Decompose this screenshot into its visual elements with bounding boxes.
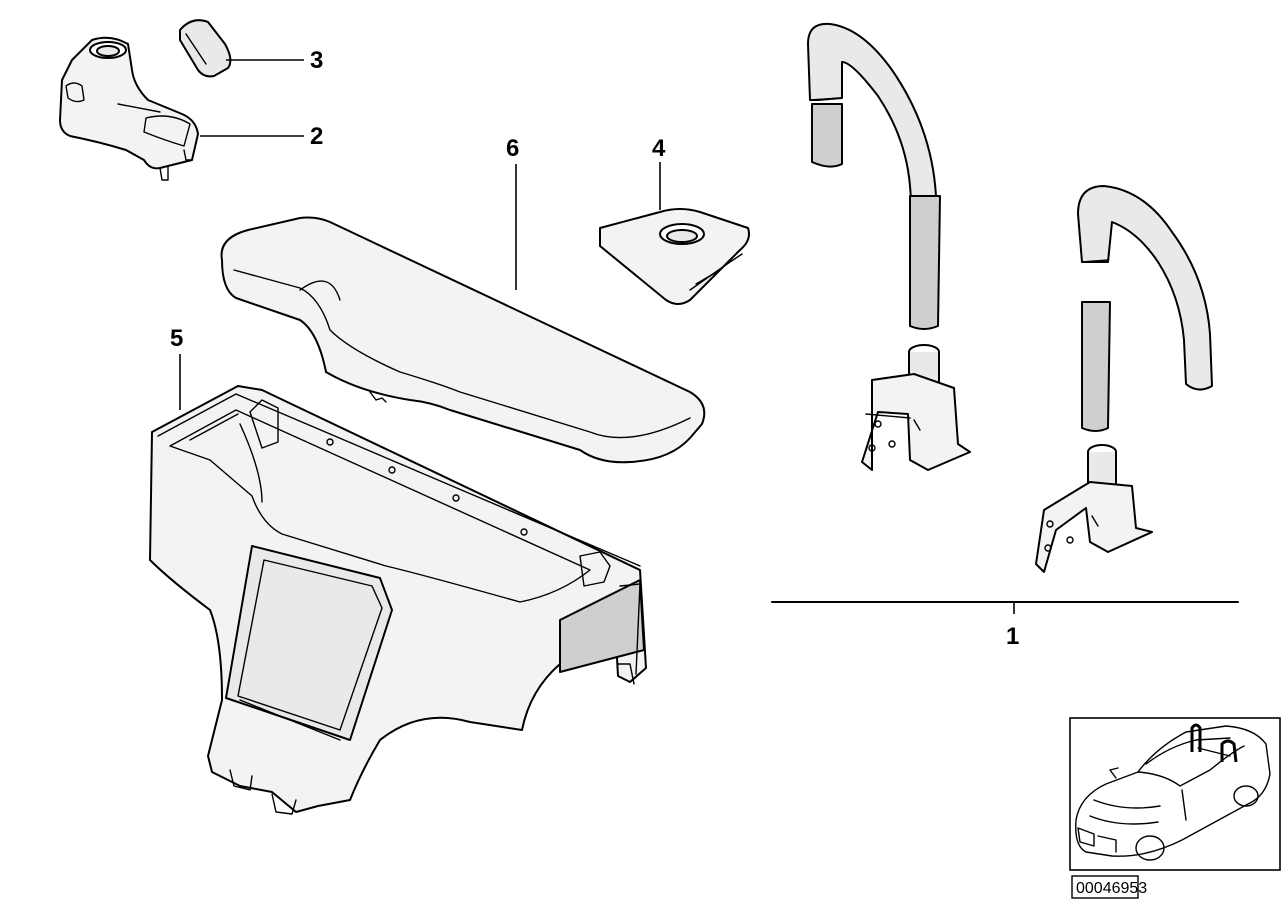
callout-2: 2 xyxy=(310,123,323,150)
leader-lines xyxy=(179,59,661,410)
callout-3: 3 xyxy=(310,47,323,74)
part-1-roll-bar-right xyxy=(1035,185,1213,573)
callout-1: 1 xyxy=(1006,623,1019,650)
part-2-cup-holder xyxy=(59,36,199,181)
part-6-armrest-lid xyxy=(220,216,706,464)
drawing-number: 00046953 xyxy=(1076,880,1147,897)
part-5-console-housing xyxy=(149,385,647,815)
callout-6: 6 xyxy=(506,135,519,162)
car-location-inset xyxy=(1069,717,1281,871)
part-1-roll-bar-left xyxy=(807,22,971,471)
callout-4: 4 xyxy=(652,135,666,162)
part-1-bracket xyxy=(771,601,1239,614)
part-4-cover xyxy=(599,208,750,305)
drawing-number-box: 00046953 xyxy=(1071,875,1147,899)
callout-5: 5 xyxy=(170,325,183,352)
part-3-pad xyxy=(179,19,232,78)
